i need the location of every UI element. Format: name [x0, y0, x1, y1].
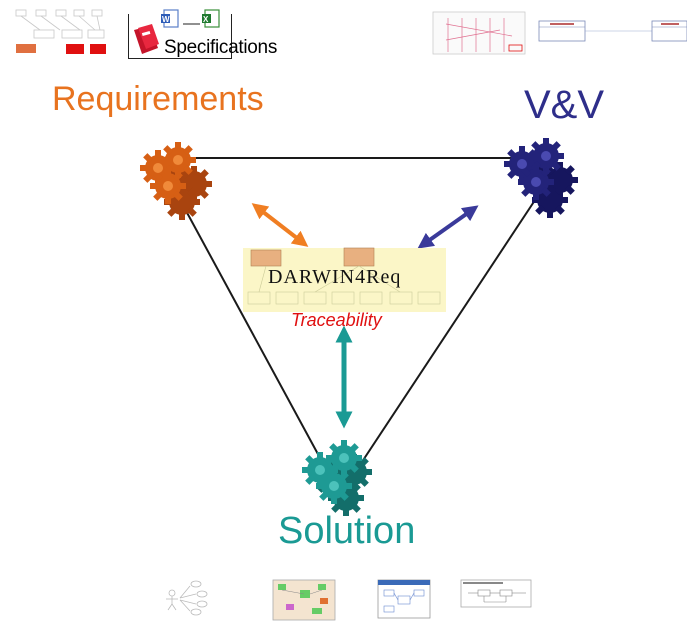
vv-gears-icon	[504, 138, 578, 218]
darwin-model-thumbnail	[243, 247, 446, 312]
bottom-window-thumbnail	[377, 579, 431, 619]
requirement-testcase-thumbnail	[538, 20, 687, 42]
svg-text:X: X	[203, 15, 209, 24]
triangle-edges	[171, 157, 546, 481]
vv-label: V&V	[524, 83, 605, 127]
specifications-box	[128, 14, 232, 59]
bottom-block-diagram-thumbnail	[272, 579, 336, 621]
requirements-trace-arrow	[251, 203, 309, 247]
requirements-gears-icon	[140, 142, 212, 220]
traceability-label: Traceability	[291, 310, 382, 330]
darwin4req-label: DARWIN4Req	[268, 266, 402, 288]
requirements-label: Requirements	[52, 80, 264, 118]
solution-gears-icon	[302, 440, 372, 516]
specifications-label: Specifications	[164, 37, 278, 58]
vv-trace-arrow	[417, 205, 479, 249]
vv-sequence-chart-thumbnail	[432, 11, 526, 55]
red-folder-icon	[134, 24, 159, 54]
word-document-icon: W	[161, 9, 179, 28]
svg-text:W: W	[162, 15, 170, 24]
edge-vv-solution	[349, 184, 546, 481]
bottom-flow-thumbnail	[460, 579, 532, 608]
bottom-tree-thumbnail	[166, 580, 208, 616]
requirements-tree-thumbnail	[15, 9, 106, 54]
solution-label: Solution	[278, 510, 416, 552]
excel-document-icon: X	[202, 9, 220, 28]
edge-requirements-solution	[171, 184, 333, 481]
